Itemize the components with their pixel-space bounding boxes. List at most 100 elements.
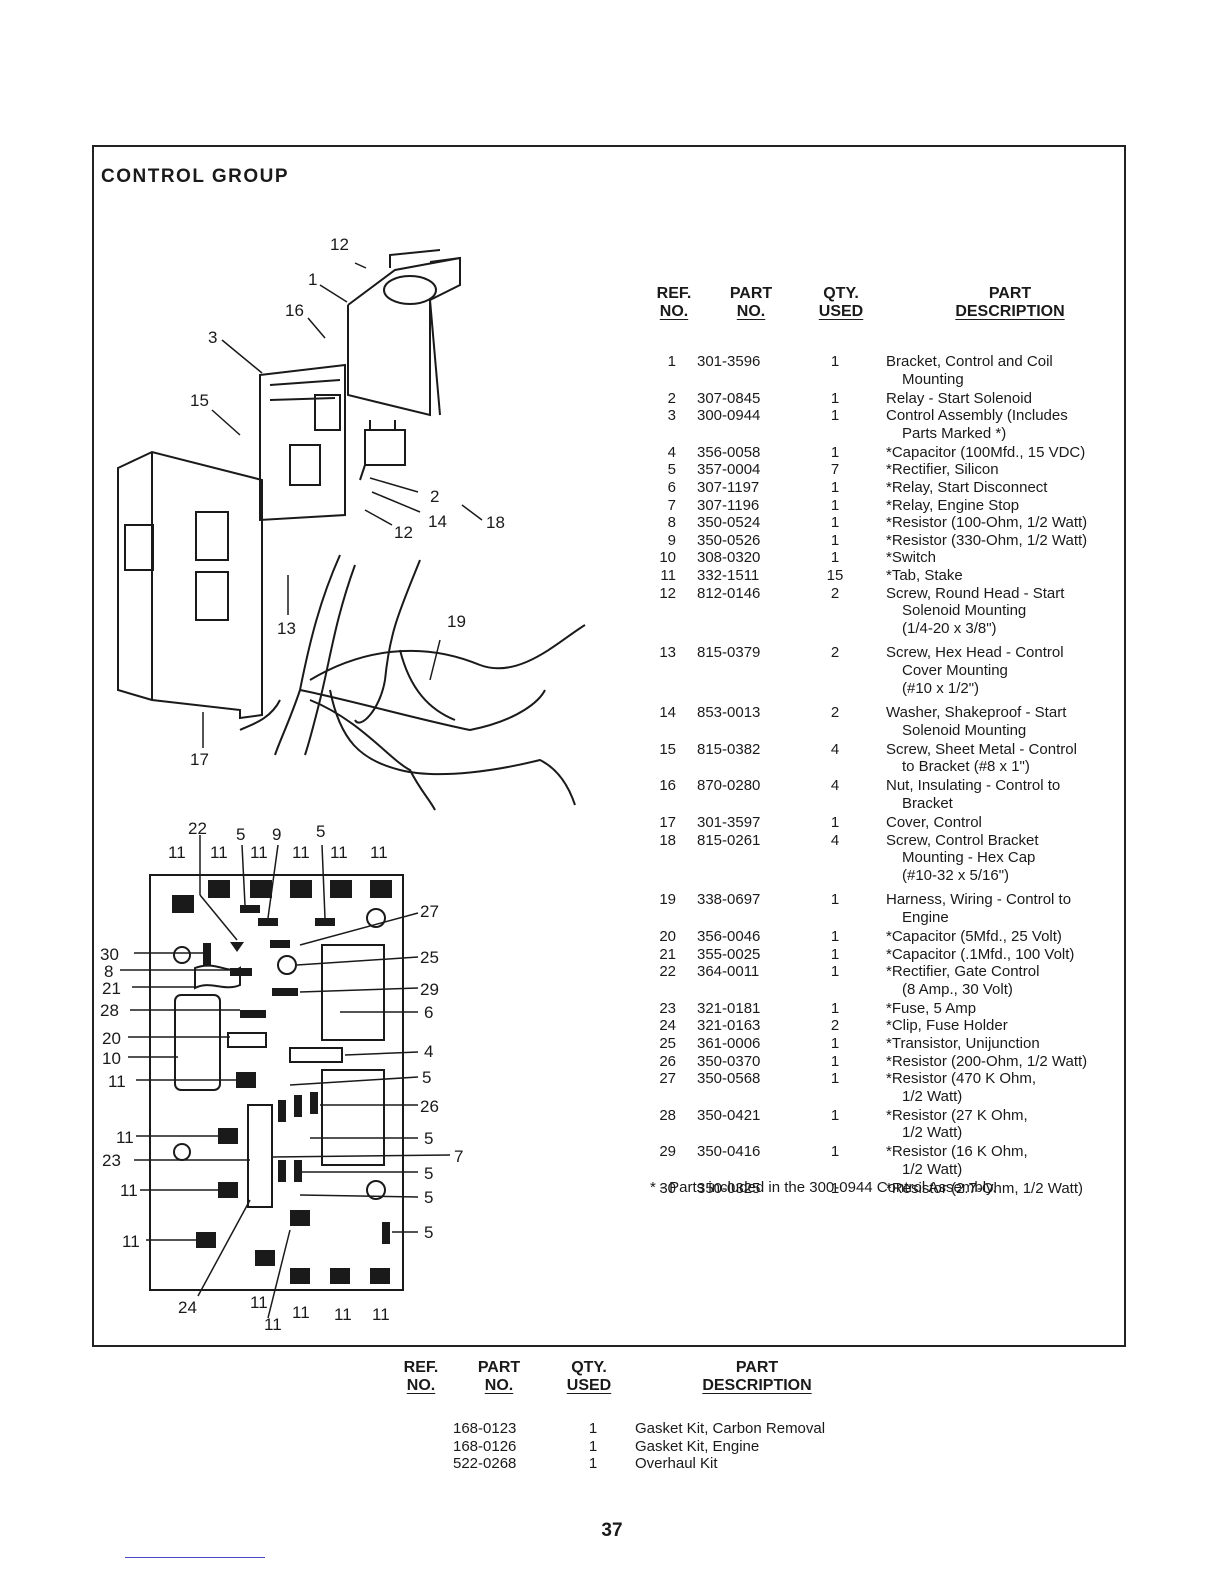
cell-description: *Rectifier, Gate Control(8 Amp., 30 Volt… [886,963,1040,998]
callout-5d: 5 [424,1129,433,1148]
cell-description: *Resistor (100-Ohm, 1/2 Watt) [886,514,1088,532]
cell-ref: 29 [659,1143,676,1161]
callout-5f: 5 [424,1188,433,1207]
callout-13: 13 [277,619,296,638]
cell-description: *Resistor (470 K Ohm,1/2 Watt) [886,1070,1037,1105]
callout-16: 16 [285,301,304,320]
callout-5e: 5 [424,1164,433,1183]
callout-11j: 11 [122,1232,140,1251]
cell-description: *Capacitor (5Mfd., 25 Volt) [886,928,1062,945]
kits-header-qty-used: QTY.USED [566,1359,612,1394]
cell-qty: 2 [830,704,840,722]
cell-ref: 8 [667,514,676,532]
cell-ref: 11 [660,567,676,584]
cell-qty: 2 [830,1017,840,1035]
cell-description: *Capacitor (.1Mfd., 100 Volt) [886,945,1075,963]
callout-26: 26 [420,1097,439,1116]
cell-qty: 1 [830,1035,840,1052]
cell-pno: 812-0146 [697,584,761,602]
callout-22: 22 [188,819,207,838]
callout-24: 24 [178,1298,197,1317]
cell-description: *Relay, Start Disconnect [886,479,1048,496]
cell-ref: 12 [659,584,676,602]
callout-11m: 11 [292,1303,310,1322]
callout-21: 21 [102,979,121,998]
callout-11k: 11 [250,1293,268,1312]
callout-10: 10 [102,1049,121,1068]
cell-qty: 4 [830,777,840,795]
cell-qty: 1 [830,1143,840,1161]
callout-5a: 5 [236,825,245,844]
control-group-diagram: 12 1 16 3 15 2 14 18 12 13 19 17 22 5 9 … [100,235,586,1334]
cell-qty: 1 [830,999,840,1017]
callout-5b: 5 [316,822,325,841]
cell-qty: 1 [830,1070,840,1088]
cell-qty: 1 [588,1420,598,1437]
callout-11l: 11 [264,1315,282,1334]
cell-qty: 1 [830,407,840,425]
cell-ref: 20 [659,928,676,945]
cell-pno: 350-0370 [697,1052,761,1070]
cell-ref: 13 [659,644,676,662]
cell-ref: 19 [659,891,676,909]
cell-pno: 350-0568 [697,1070,761,1088]
cell-pno: 356-0058 [697,443,761,461]
callout-3: 3 [208,328,217,347]
cell-ref: 4 [667,443,676,461]
cell-ref: 23 [659,999,676,1017]
cell-description: *Resistor (2.7-Ohm, 1/2 Watt) [886,1180,1083,1197]
callout-8: 8 [104,962,113,981]
cell-description: *Resistor (27 K Ohm,1/2 Watt) [886,1106,1028,1142]
cell-qty: 1 [588,1437,598,1455]
cell-pno: 321-0163 [697,1017,761,1035]
callout-30: 30 [100,945,119,964]
cell-description: *Clip, Fuse Holder [886,1017,1008,1035]
cell-ref: 14 [659,704,676,722]
callout-11a: 11 [168,843,186,862]
callout-23: 23 [102,1151,121,1170]
cell-ref: 22 [659,963,676,981]
cell-qty: 1 [830,353,840,370]
cell-pno: 815-0382 [697,740,761,758]
header-qty-used: QTY.USED [818,285,864,320]
cell-description: *Rectifier, Silicon [886,461,999,479]
cell-qty: 1 [830,814,840,831]
callout-14: 14 [428,512,447,531]
cell-pno: 301-3597 [697,814,761,831]
cell-description: *Resistor (16 K Ohm,1/2 Watt) [886,1143,1028,1178]
page-number: 37 [601,1520,623,1541]
cell-pno: 168-0123 [453,1420,517,1437]
cell-qty: 1 [830,549,840,567]
cell-pno: 815-0379 [697,644,761,662]
cell-ref: 6 [667,479,676,496]
callout-17: 17 [190,750,209,769]
cell-pno: 350-0416 [697,1143,761,1161]
cell-pno: 870-0280 [697,777,761,795]
cell-qty: 1 [830,389,840,407]
cell-qty: 1 [830,928,840,945]
cell-pno: 307-1196 [697,496,760,514]
cell-qty: 4 [830,831,840,849]
cell-qty: 1 [830,945,840,963]
cell-ref: 16 [659,777,676,795]
cell-description: *Capacitor (100Mfd., 15 VDC) [886,443,1086,461]
callout-11o: 11 [372,1305,390,1324]
callout-11b: 11 [210,843,228,862]
cell-pno: 332-1511 [697,567,760,584]
callout-12: 12 [330,235,349,254]
cell-qty: 1 [830,891,840,909]
cell-description: *Fuse, 5 Amp [886,999,977,1017]
cell-qty: 1 [830,1180,840,1197]
callout-18: 18 [486,513,505,532]
cell-description: *Resistor (330-Ohm, 1/2 Watt) [886,531,1088,549]
callout-27: 27 [420,902,439,921]
cell-pno: 355-0025 [697,945,761,963]
callout-19: 19 [447,612,466,631]
cell-pno: 307-0845 [697,389,761,407]
cell-pno: 300-0944 [697,407,761,425]
